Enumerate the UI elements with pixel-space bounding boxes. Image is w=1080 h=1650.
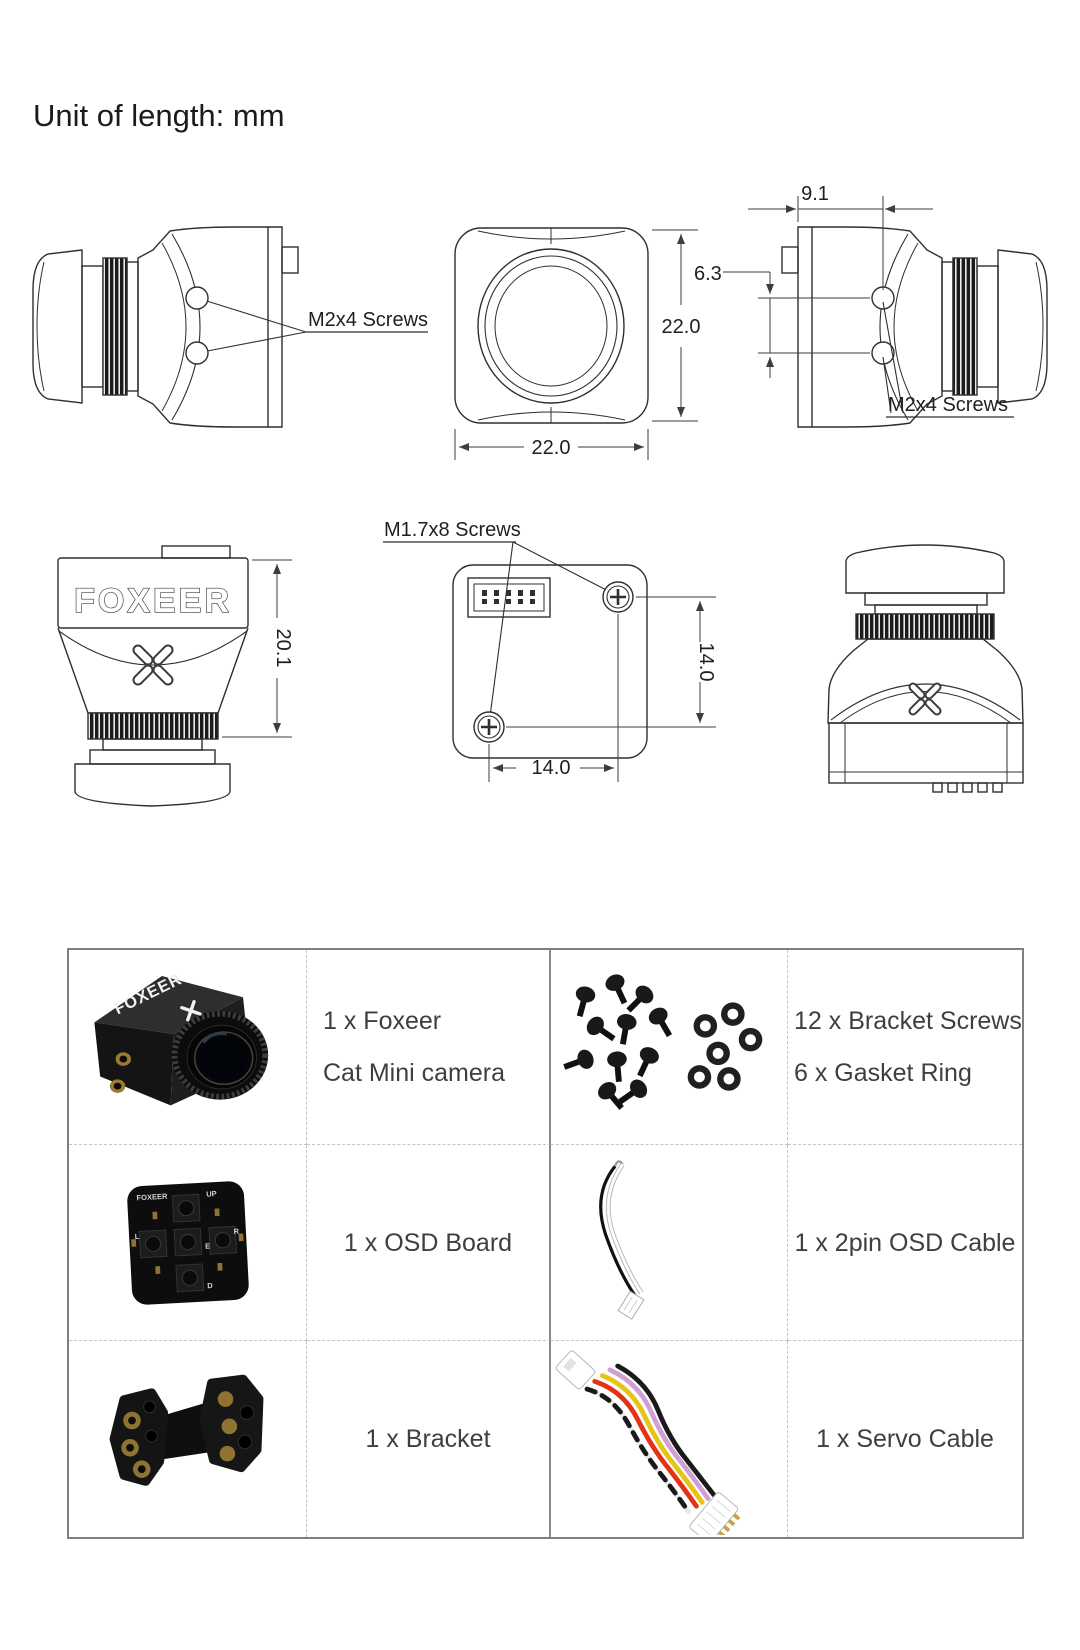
osd-up-label: UP [205, 1189, 216, 1199]
item-label-line: Cat Mini camera [323, 1059, 505, 1087]
servo-cable-label-cell: 1 x Servo Cable [788, 1341, 1022, 1537]
osd-cable-photo [599, 1159, 645, 1320]
tactile-button-icon [138, 1193, 237, 1292]
back-view [383, 541, 648, 759]
osd-board-photo: FOXEER UP L R E D [126, 1180, 249, 1305]
m2x4-label-right: M2x4 Screws [888, 394, 1008, 416]
dim-14-h: 14.0 [532, 757, 571, 779]
screws-photo-cell [551, 950, 788, 1145]
camera-photo-cell: FOXEER [69, 950, 307, 1145]
dim-14-v: 14.0 [695, 643, 717, 682]
item-label-line: 1 x Foxeer [323, 1007, 442, 1035]
osd-cable-label-cell: 1 x 2pin OSD Cable [788, 1145, 1022, 1341]
rear-view [827, 544, 1024, 793]
side-view-right [781, 226, 1048, 428]
unit-of-length-label: Unit of length: mm [33, 98, 285, 133]
dimension-drawings: M2x4 Screws 22.0 22.0 9.1 6.3 M2x4 Screw… [32, 183, 1048, 807]
osd-board-label-cell: 1 x OSD Board [307, 1145, 551, 1341]
dim-22-width: 22.0 [532, 437, 571, 459]
bracket-screws-photo [563, 973, 763, 1110]
osd-board-photo-cell: FOXEER UP L R E D [69, 1145, 307, 1341]
osd-right-label: R [233, 1226, 239, 1235]
dim-6-3: 6.3 [694, 263, 722, 285]
dimension-lines [222, 196, 933, 782]
camera-label-cell: 1 x Foxeer Cat Mini camera [307, 950, 551, 1145]
servo-cable-photo-cell [551, 1341, 788, 1537]
osd-enter-label: E [204, 1241, 209, 1250]
osd-down-label: D [206, 1280, 212, 1289]
foxeer-brand-outline: FOXEER [74, 582, 232, 620]
connector-jst-icon [555, 1350, 596, 1390]
brass-insert-icon [121, 1391, 238, 1478]
osd-cable-photo-cell [551, 1145, 788, 1341]
gasket-ring-icon [687, 1001, 763, 1091]
foxeer-x-logo-icon [179, 1000, 202, 1022]
front-view [454, 227, 649, 424]
bracket-photo-cell [69, 1341, 307, 1537]
connector-6pin-icon [689, 1492, 741, 1535]
item-label-line: 1 x 2pin OSD Cable [794, 1228, 1016, 1257]
osd-left-label: L [134, 1231, 139, 1240]
phillips-screw-icon [602, 581, 634, 613]
item-label-line: 1 x OSD Board [343, 1228, 513, 1257]
item-label-line: 12 x Bracket Screws [794, 1007, 1022, 1035]
servo-cable-photo [555, 1350, 741, 1535]
package-contents-table: FOXEER 1 x Foxeer Cat Mini camera [67, 948, 1024, 1539]
dim-20-1: 20.1 [272, 629, 294, 668]
item-label-line: 1 x Bracket [365, 1425, 491, 1453]
bracket-label-cell: 1 x Bracket [307, 1341, 551, 1537]
camera-photo: FOXEER [93, 970, 268, 1106]
dim-22-height: 22.0 [662, 316, 701, 338]
bracket-photo [109, 1374, 264, 1486]
screws-label-cell: 12 x Bracket Screws 6 x Gasket Ring [788, 950, 1022, 1145]
screw-icon [563, 973, 673, 1110]
connector-2pin-icon [617, 1290, 645, 1320]
item-label-line: 1 x Servo Cable [816, 1425, 994, 1453]
m1-7x8-label: M1.7x8 Screws [384, 519, 521, 541]
dim-9-1: 9.1 [801, 183, 829, 205]
side-view-left [32, 226, 428, 428]
osd-brand-text: FOXEER [136, 1191, 168, 1202]
item-label-line: 6 x Gasket Ring [794, 1059, 972, 1087]
case-view-foxeer [57, 545, 249, 807]
gold-pad-icon [130, 1207, 244, 1274]
m2x4-label-left: M2x4 Screws [308, 309, 428, 331]
phillips-screw-icon [473, 711, 505, 743]
